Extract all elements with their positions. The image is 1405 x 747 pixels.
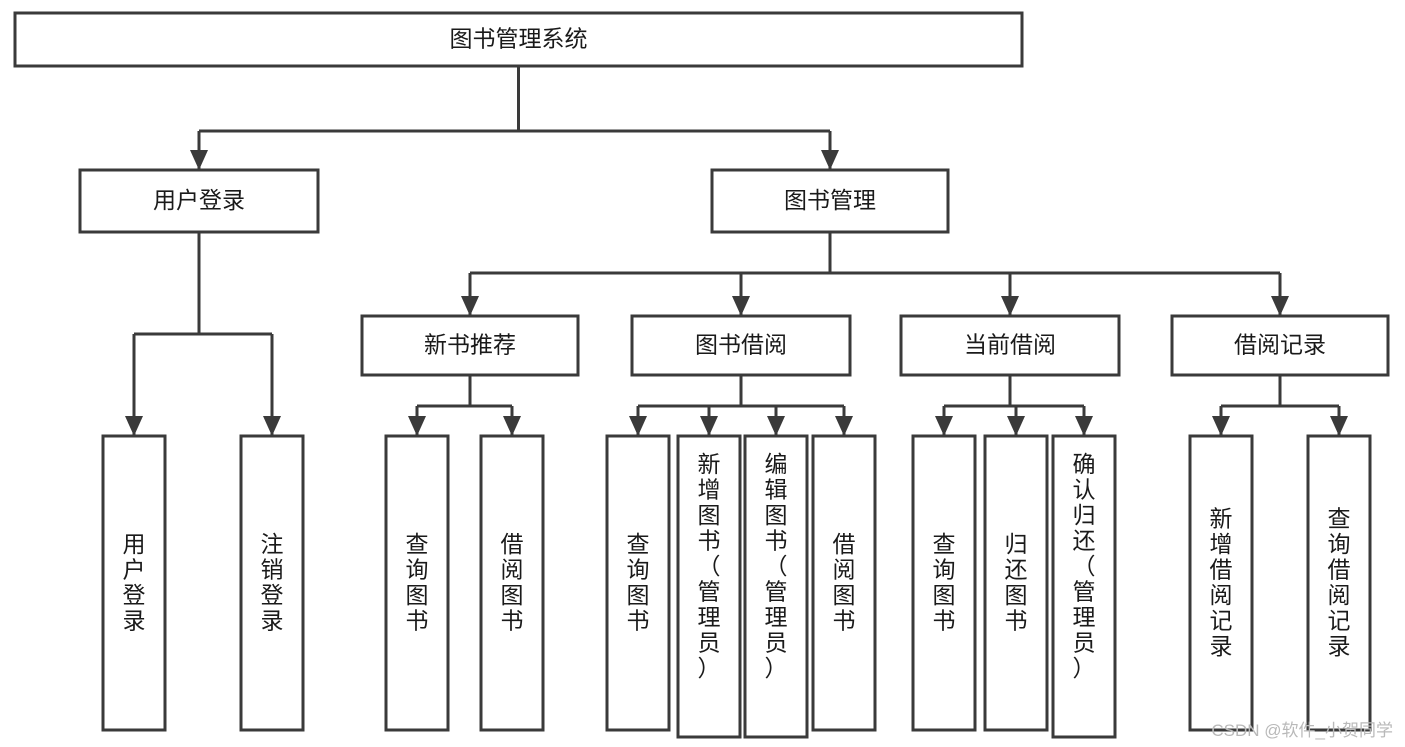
- node-box: [710, 168, 950, 234]
- node-box: [384, 434, 450, 732]
- arrow-head-icon: [835, 416, 853, 436]
- node-leaf-add-book[interactable]: 新增图书（管理员）: [676, 434, 742, 739]
- node-new-book-rec[interactable]: 新书推荐: [360, 314, 580, 377]
- node-leaf-edit-book[interactable]: 编辑图书（管理员）: [743, 434, 809, 739]
- node-box: [911, 434, 977, 732]
- node-box: [983, 434, 1049, 732]
- arrow-head-icon: [263, 416, 281, 436]
- arrow-head-icon: [700, 416, 718, 436]
- arrow-head-icon: [461, 296, 479, 316]
- node-book-manage[interactable]: 图书管理: [710, 168, 950, 234]
- node-leaf-borrow-book-2[interactable]: 借阅图书: [811, 434, 877, 732]
- node-label: 归还图书: [1005, 531, 1028, 634]
- node-box: [1188, 434, 1254, 732]
- arrow-head-icon: [732, 296, 750, 316]
- arrow-head-icon: [821, 150, 839, 170]
- node-label: 注销登录: [261, 531, 284, 634]
- node-layer: 图书管理系统用户登录图书管理新书推荐图书借阅当前借阅借阅记录用户登录注销登录查询…: [13, 11, 1390, 739]
- node-box: [1306, 434, 1372, 732]
- node-box: [899, 314, 1121, 377]
- node-user-login[interactable]: 用户登录: [78, 168, 320, 234]
- node-leaf-confirm-return[interactable]: 确认归还（管理员）: [1051, 434, 1117, 739]
- node-box: [479, 434, 545, 732]
- node-leaf-return-book[interactable]: 归还图书: [983, 434, 1049, 732]
- node-box: [1051, 434, 1117, 739]
- node-leaf-user-login[interactable]: 用户登录: [101, 434, 167, 732]
- node-leaf-logout[interactable]: 注销登录: [239, 434, 305, 732]
- node-undefined[interactable]: 图书管理系统: [13, 11, 1024, 68]
- node-label: 借阅图书: [501, 531, 524, 634]
- node-label: 当前借阅: [964, 332, 1056, 358]
- arrow-head-icon: [1075, 416, 1093, 436]
- arrow-head-icon: [767, 416, 785, 436]
- node-label: 新增借阅记录: [1210, 505, 1233, 659]
- node-leaf-borrow-book-1[interactable]: 借阅图书: [479, 434, 545, 732]
- connector-layer: [125, 66, 1348, 436]
- node-label: 确认归还（管理员）: [1073, 451, 1096, 681]
- node-label: 查询借阅记录: [1328, 505, 1351, 659]
- node-box: [1170, 314, 1390, 377]
- node-label: 查询图书: [406, 531, 429, 634]
- arrow-head-icon: [935, 416, 953, 436]
- node-box: [811, 434, 877, 732]
- node-label: 查询图书: [933, 531, 956, 634]
- arrow-head-icon: [408, 416, 426, 436]
- node-label: 借阅记录: [1234, 332, 1326, 358]
- node-label: 借阅图书: [833, 531, 856, 634]
- node-box: [605, 434, 671, 732]
- node-label: 用户登录: [153, 187, 245, 213]
- arrow-head-icon: [125, 416, 143, 436]
- node-label: 图书管理系统: [450, 26, 588, 52]
- arrow-head-icon: [503, 416, 521, 436]
- arrow-head-icon: [1271, 296, 1289, 316]
- node-leaf-query-book-3[interactable]: 查询图书: [911, 434, 977, 732]
- node-box: [101, 434, 167, 732]
- arrow-head-icon: [1212, 416, 1230, 436]
- node-leaf-query-record[interactable]: 查询借阅记录: [1306, 434, 1372, 732]
- node-box: [630, 314, 852, 377]
- node-label: 图书管理: [784, 187, 876, 213]
- node-leaf-add-record[interactable]: 新增借阅记录: [1188, 434, 1254, 732]
- node-label: 新书推荐: [424, 332, 516, 358]
- node-current-borrow[interactable]: 当前借阅: [899, 314, 1121, 377]
- node-label: 查询图书: [627, 531, 650, 634]
- arrow-head-icon: [1001, 296, 1019, 316]
- node-box: [78, 168, 320, 234]
- arrow-head-icon: [629, 416, 647, 436]
- node-box: [13, 11, 1024, 68]
- arrow-head-icon: [190, 150, 208, 170]
- node-box: [676, 434, 742, 739]
- node-leaf-query-book-1[interactable]: 查询图书: [384, 434, 450, 732]
- node-label: 编辑图书（管理员）: [765, 451, 788, 681]
- node-book-borrow[interactable]: 图书借阅: [630, 314, 852, 377]
- node-box: [239, 434, 305, 732]
- arrow-head-icon: [1330, 416, 1348, 436]
- node-box: [743, 434, 809, 739]
- node-borrow-record[interactable]: 借阅记录: [1170, 314, 1390, 377]
- node-leaf-query-book-2[interactable]: 查询图书: [605, 434, 671, 732]
- node-box: [360, 314, 580, 377]
- arrow-head-icon: [1007, 416, 1025, 436]
- node-label: 新增图书（管理员）: [698, 451, 721, 681]
- node-label: 图书借阅: [695, 332, 787, 358]
- node-label: 用户登录: [123, 531, 146, 634]
